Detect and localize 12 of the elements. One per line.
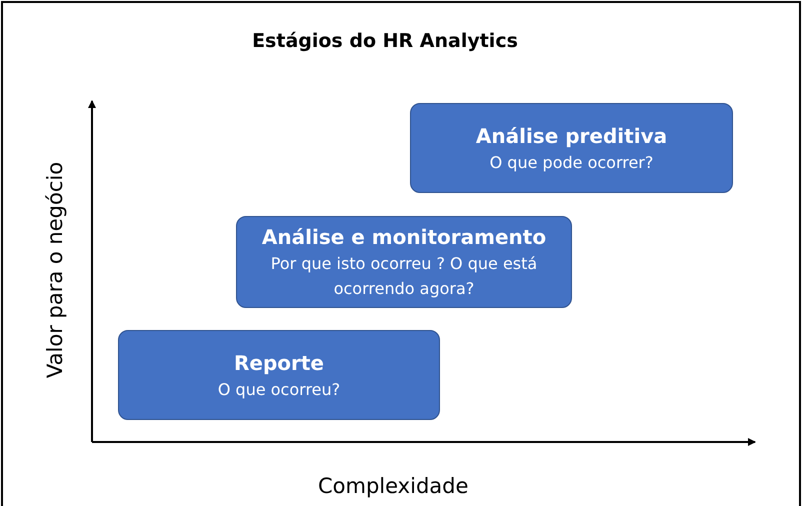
- stage-box: [118, 330, 440, 420]
- stage-box: [410, 103, 733, 193]
- stage-title: Análise preditiva: [476, 122, 668, 150]
- y-axis-label: Valor para o negócio: [43, 162, 67, 378]
- x-axis-label: Complexidade: [318, 474, 468, 498]
- stage-question: O que pode ocorrer?: [490, 152, 654, 174]
- stage-title: Reporte: [234, 350, 324, 376]
- stage-box: [236, 216, 572, 308]
- stage-question: O que ocorreu?: [218, 378, 340, 400]
- stage-question: Por que isto ocorreu ? O que está ocorrendo agora?: [270, 253, 538, 300]
- diagram-title: Estágios do HR Analytics: [251, 30, 519, 52]
- stage-title: Análise e monitoramento: [262, 224, 546, 251]
